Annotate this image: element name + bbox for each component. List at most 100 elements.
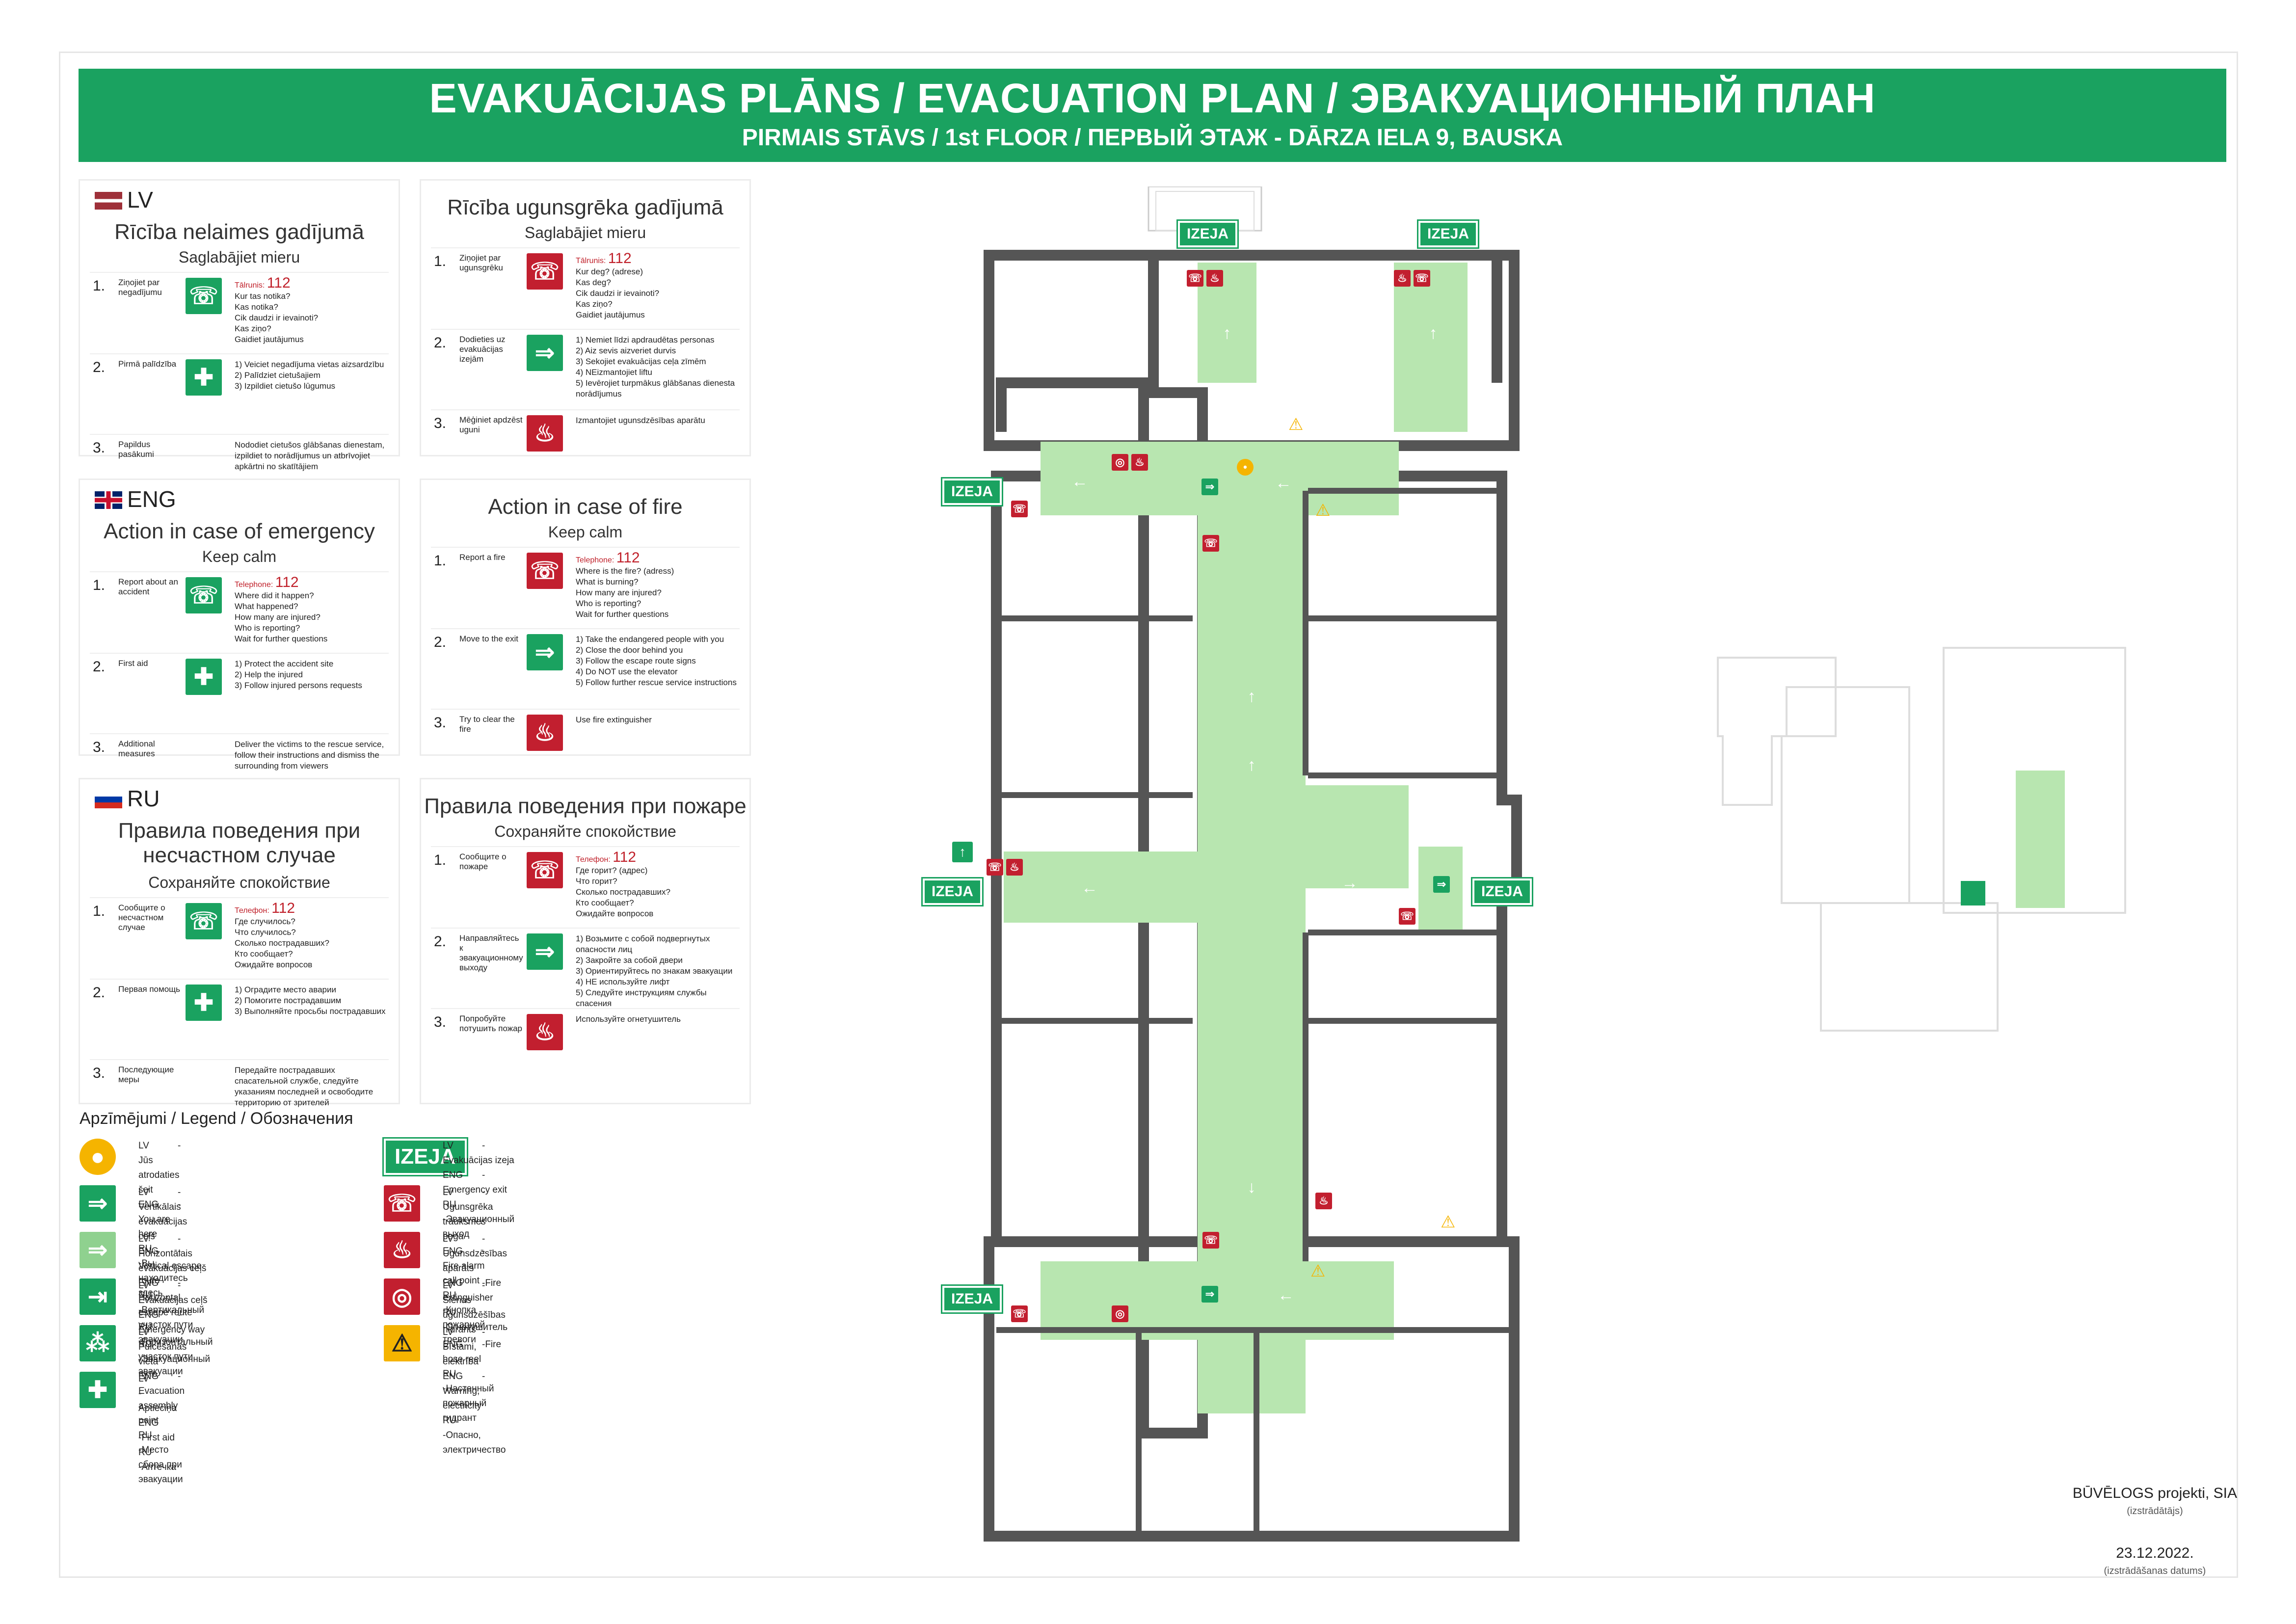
phone-number: Tālrunis: 112 bbox=[576, 250, 632, 266]
first-aid-icon: ✚ bbox=[186, 659, 222, 695]
step-number: 2. bbox=[93, 985, 106, 1001]
extinguisher-icon: ♨ bbox=[527, 1014, 563, 1050]
floor-plan: ↑ ↑ ↑ ↑ ↓ → ← ← ← ← IZEJA IZEJA IZEJA IZ… bbox=[921, 186, 1600, 1551]
device-group: ☏ ♨ bbox=[987, 859, 1023, 876]
step-label: First aid bbox=[118, 659, 148, 668]
step-number: 3. bbox=[93, 1065, 106, 1081]
step-icon-group: ☏ bbox=[527, 553, 563, 589]
step-number: 1. bbox=[434, 852, 447, 868]
step-icon-group: ♨ bbox=[527, 1014, 563, 1050]
electricity-warning-icon: ⚠ bbox=[384, 1325, 420, 1361]
step-text: Deliver the victims to the rescue servic… bbox=[235, 740, 384, 771]
step-number: 3. bbox=[93, 440, 106, 456]
flag-icon bbox=[95, 791, 122, 808]
step-number: 1. bbox=[434, 253, 447, 269]
step-number: 2. bbox=[93, 359, 106, 375]
instruction-step: 2.Move to the exit⇒1) Take the endangere… bbox=[431, 628, 740, 709]
step-label: Ziņojiet par ugunsgrēku bbox=[459, 253, 503, 272]
card-title: Action in case of fire bbox=[488, 495, 683, 519]
step-label: Последующие меры bbox=[118, 1065, 174, 1084]
step-icon-group: ☏ bbox=[527, 253, 563, 290]
step-label: Move to the exit bbox=[459, 634, 519, 643]
step-icon-group: ♨ bbox=[527, 415, 563, 452]
vertical-route-icon: ↑ bbox=[952, 842, 973, 862]
electricity-warning-icon: ⚠ bbox=[1288, 415, 1304, 434]
device-group: ☏ ♨ bbox=[1187, 270, 1223, 287]
instruction-step: 2.Pirmā palīdzība✚1) Veiciet negadījuma … bbox=[90, 353, 389, 434]
fire-alarm-icon: ☏ bbox=[1414, 270, 1430, 287]
step-label: Первая помощь bbox=[118, 985, 180, 994]
legend: Apzīmējumi / Legend / Обозначения ●LV-Jū… bbox=[80, 1109, 718, 1485]
floor-plan-drawing: ↑ ↑ ↑ ↑ ↓ → ← ← ← ← bbox=[984, 186, 1522, 1542]
step-number: 1. bbox=[93, 278, 106, 294]
author-note: (izstrādātājs) bbox=[2127, 1506, 2183, 1517]
exit-sign-top-right: IZEJA bbox=[1416, 219, 1480, 249]
phone-icon: ☏ bbox=[186, 903, 222, 939]
extinguisher-icon: ♨ bbox=[1315, 1193, 1332, 1209]
step-number: 1. bbox=[93, 903, 106, 919]
step-icon-group: ✚ bbox=[186, 985, 222, 1021]
emergency-way-icon: ⇒ bbox=[1433, 876, 1450, 893]
language-code: ENG bbox=[127, 486, 176, 512]
card-subtitle: Сохраняйте спокойствие bbox=[494, 823, 676, 840]
step-number: 3. bbox=[434, 715, 447, 731]
language-label: LV bbox=[95, 186, 153, 213]
svg-text:↑: ↑ bbox=[1429, 324, 1438, 343]
step-number: 3. bbox=[434, 415, 447, 431]
step-text: Use fire extinguisher bbox=[576, 715, 652, 724]
fire-alarm-icon: ☏ bbox=[1011, 501, 1028, 517]
step-icon-group: ☏ bbox=[186, 577, 222, 613]
step-text: Используйте огнетушитель bbox=[576, 1014, 681, 1024]
phone-number: Tālrunis: 112 bbox=[235, 275, 291, 291]
step-text: Nododiet cietušos glābšanas dienestam, i… bbox=[235, 440, 385, 471]
card-subtitle: Keep calm bbox=[548, 523, 623, 541]
extinguisher-icon: ♨ bbox=[1394, 270, 1411, 287]
svg-text:↑: ↑ bbox=[1248, 687, 1256, 706]
svg-text:←: ← bbox=[1081, 879, 1098, 897]
step-text: 1) Возьмите с собой подвергнутых опаснос… bbox=[576, 934, 733, 1008]
legend-title: Apzīmējumi / Legend / Обозначения bbox=[80, 1109, 353, 1128]
site-key-plan bbox=[1717, 647, 2126, 1032]
svg-text:←: ← bbox=[1275, 474, 1292, 492]
electricity-warning-icon: ⚠ bbox=[1310, 1262, 1326, 1280]
electricity-warning-icon: ⚠ bbox=[1315, 501, 1331, 520]
step-label: Additional measures bbox=[118, 739, 155, 758]
card-title: Rīcība ugunsgrēka gadījumā bbox=[447, 195, 723, 219]
instruction-step: 3.Mēģiniet apdzēst uguni♨Izmantojiet ugu… bbox=[431, 409, 740, 452]
hose-reel-icon: ◎ bbox=[1112, 454, 1128, 471]
instruction-step: 1.Сообщите о несчастном случае☏Телефон: … bbox=[90, 897, 389, 979]
phone-number: Телефон: 112 bbox=[576, 849, 637, 865]
extinguisher-icon: ♨ bbox=[527, 715, 563, 751]
step-icon-group: ☏ bbox=[527, 852, 563, 888]
step-text: Izmantojiet ugunsdzēsības aparātu bbox=[576, 416, 705, 425]
device-group: ♨ ☏ bbox=[1394, 270, 1430, 287]
instruction-step: 2.Направляйтесь к эвакуационному выходу⇒… bbox=[431, 928, 740, 1008]
extinguisher-icon: ♨ bbox=[1206, 270, 1223, 287]
step-label: Pirmā palīdzība bbox=[118, 359, 177, 369]
step-label: Dodieties uz evakuācijas izejām bbox=[459, 335, 506, 364]
svg-text:↑: ↑ bbox=[1223, 324, 1231, 343]
fire-alarm-icon: ☏ bbox=[987, 859, 1003, 876]
assembly-point-icon bbox=[1961, 881, 1985, 905]
step-number: 1. bbox=[93, 577, 106, 593]
step-label: Направляйтесь к эвакуационному выходу bbox=[459, 933, 523, 972]
extinguisher-icon: ♨ bbox=[1131, 454, 1148, 471]
exit-sign-west-upper: IZEJA bbox=[940, 477, 1004, 506]
phone-icon: ☏ bbox=[186, 278, 222, 314]
